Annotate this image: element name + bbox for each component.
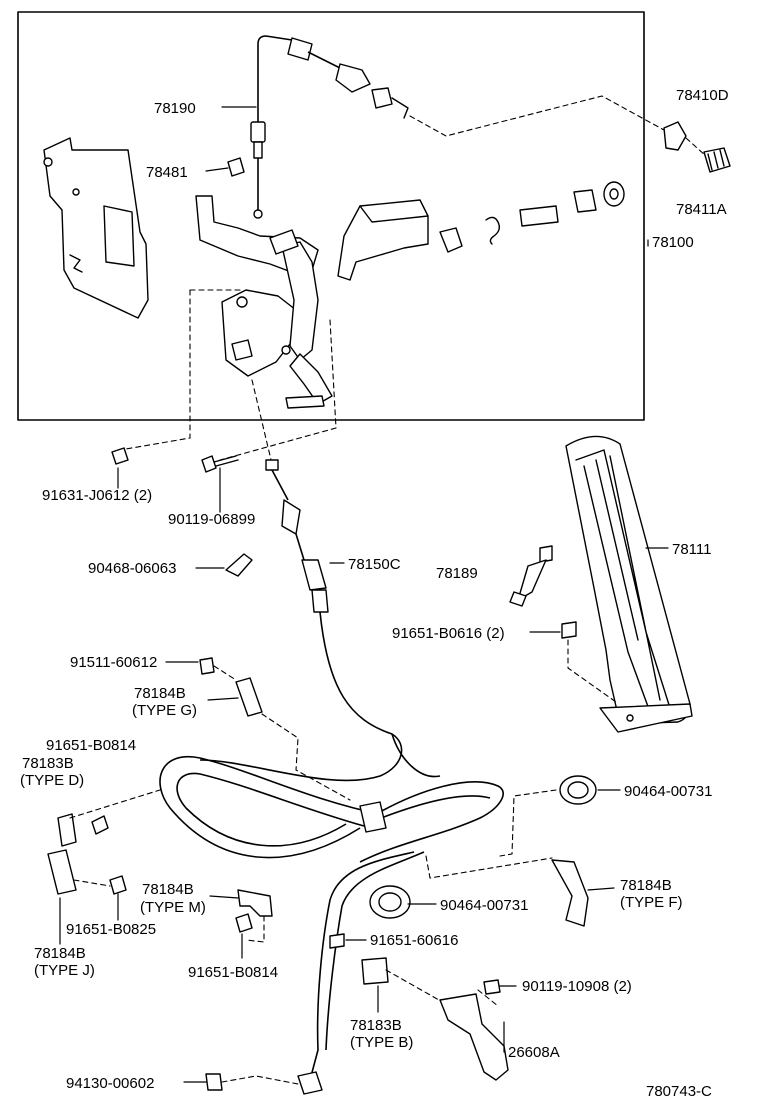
label-78183B-B: 78183B	[350, 1017, 402, 1034]
dash-cable-link	[251, 379, 273, 465]
clip-78183B-D	[57, 789, 161, 847]
label-78111: 78111	[672, 541, 712, 558]
label-78150C: 78150C	[348, 556, 401, 573]
label-91651-B0814b: 91651-B0814	[188, 964, 278, 981]
label-94130: 94130-00602	[66, 1075, 154, 1092]
label-91651-B0825: 91651-B0825	[66, 921, 156, 938]
bolt-90119-06899	[201, 455, 239, 473]
label-90119-10908: 90119-10908 (2)	[522, 978, 632, 995]
label-91651-B0616: 91651-B0616 (2)	[392, 625, 505, 642]
label-91651-B0814a: 91651-B0814	[46, 737, 136, 754]
dash-cable-nut	[409, 95, 665, 137]
cable-78190	[250, 35, 409, 219]
label-91631: 91631-J0612 (2)	[42, 487, 152, 504]
bolt-91651-60616	[329, 933, 345, 949]
label-91651-60616: 91651-60616	[370, 932, 458, 949]
label-type-F: (TYPE F)	[620, 894, 683, 911]
label-78184B-J: 78184B	[34, 945, 86, 962]
clamp-90464-upper	[499, 775, 597, 857]
label-78184B-G: 78184B	[134, 685, 186, 702]
throttle-cable-lower	[309, 851, 415, 1081]
bracket-plate	[43, 137, 149, 319]
cap-78411A	[703, 147, 731, 173]
dash-nut-cable	[221, 1075, 299, 1085]
clamp-78184B-G	[213, 665, 351, 801]
clip-78481	[227, 157, 245, 177]
right-bracket	[337, 199, 429, 281]
dash-frame-bolt	[119, 289, 191, 451]
label-78184B-M: 78184B	[142, 881, 194, 898]
bolt-78189	[509, 545, 553, 607]
nut-78410D	[663, 121, 687, 151]
dash-nut-cap	[685, 137, 707, 157]
label-78411A: 78411A	[676, 201, 727, 218]
bolt-91651-B0616	[561, 621, 617, 703]
clip-90468	[225, 553, 253, 577]
clamp-90464-lower	[369, 885, 411, 919]
cable-78150C	[199, 459, 441, 782]
label-90119-06899: 90119-06899	[168, 511, 255, 528]
small-parts	[439, 181, 625, 253]
label-90468: 90468-06063	[88, 560, 176, 577]
assembly-frame	[17, 11, 645, 421]
bolt-91651-B0825	[109, 875, 127, 895]
bolt-91631	[111, 447, 129, 465]
nut-94130	[205, 1073, 223, 1091]
label-78410D: 78410D	[676, 87, 729, 104]
bolt-91651-B0814a	[91, 815, 109, 835]
label-90464-upper: 90464-00731	[624, 783, 712, 800]
hose-right	[359, 781, 504, 863]
label-78184B-F: 78184B	[620, 877, 672, 894]
label-type-M: (TYPE M)	[140, 899, 206, 916]
label-78189: 78189	[436, 565, 478, 582]
bolt-90119-10908	[483, 979, 501, 995]
bracket-26608A	[439, 989, 509, 1081]
label-91511: 91511-60612	[70, 654, 157, 671]
label-type-B: (TYPE B)	[350, 1034, 413, 1051]
clamp-78184B-M	[237, 889, 273, 943]
label-78183B-D: 78183B	[22, 755, 74, 772]
hose-loop	[159, 755, 381, 859]
label-78481: 78481	[146, 164, 188, 181]
bolt-91651-B0814b	[235, 913, 253, 933]
clip-78183B-B	[361, 957, 447, 1005]
label-78100: 78100	[652, 234, 694, 251]
dash-frame-right	[219, 319, 337, 461]
clamp-78184B-F	[425, 855, 589, 927]
clamp-78184B-J	[47, 849, 111, 895]
leader-lines	[59, 106, 669, 1083]
label-26608A: 26608A	[508, 1044, 560, 1061]
label-90464-lower: 90464-00731	[440, 897, 528, 914]
cable-end	[297, 1071, 323, 1095]
bolt-91511	[199, 657, 215, 675]
diagram-code: 780743-C	[646, 1083, 712, 1100]
throttle-cable-lower-2	[325, 851, 425, 1051]
link-assembly	[195, 195, 333, 409]
pedal-78111	[565, 435, 693, 733]
label-type-D: (TYPE D)	[20, 772, 84, 789]
label-type-J: (TYPE J)	[34, 962, 95, 979]
label-78190: 78190	[154, 100, 196, 117]
label-type-G: (TYPE G)	[132, 702, 197, 719]
